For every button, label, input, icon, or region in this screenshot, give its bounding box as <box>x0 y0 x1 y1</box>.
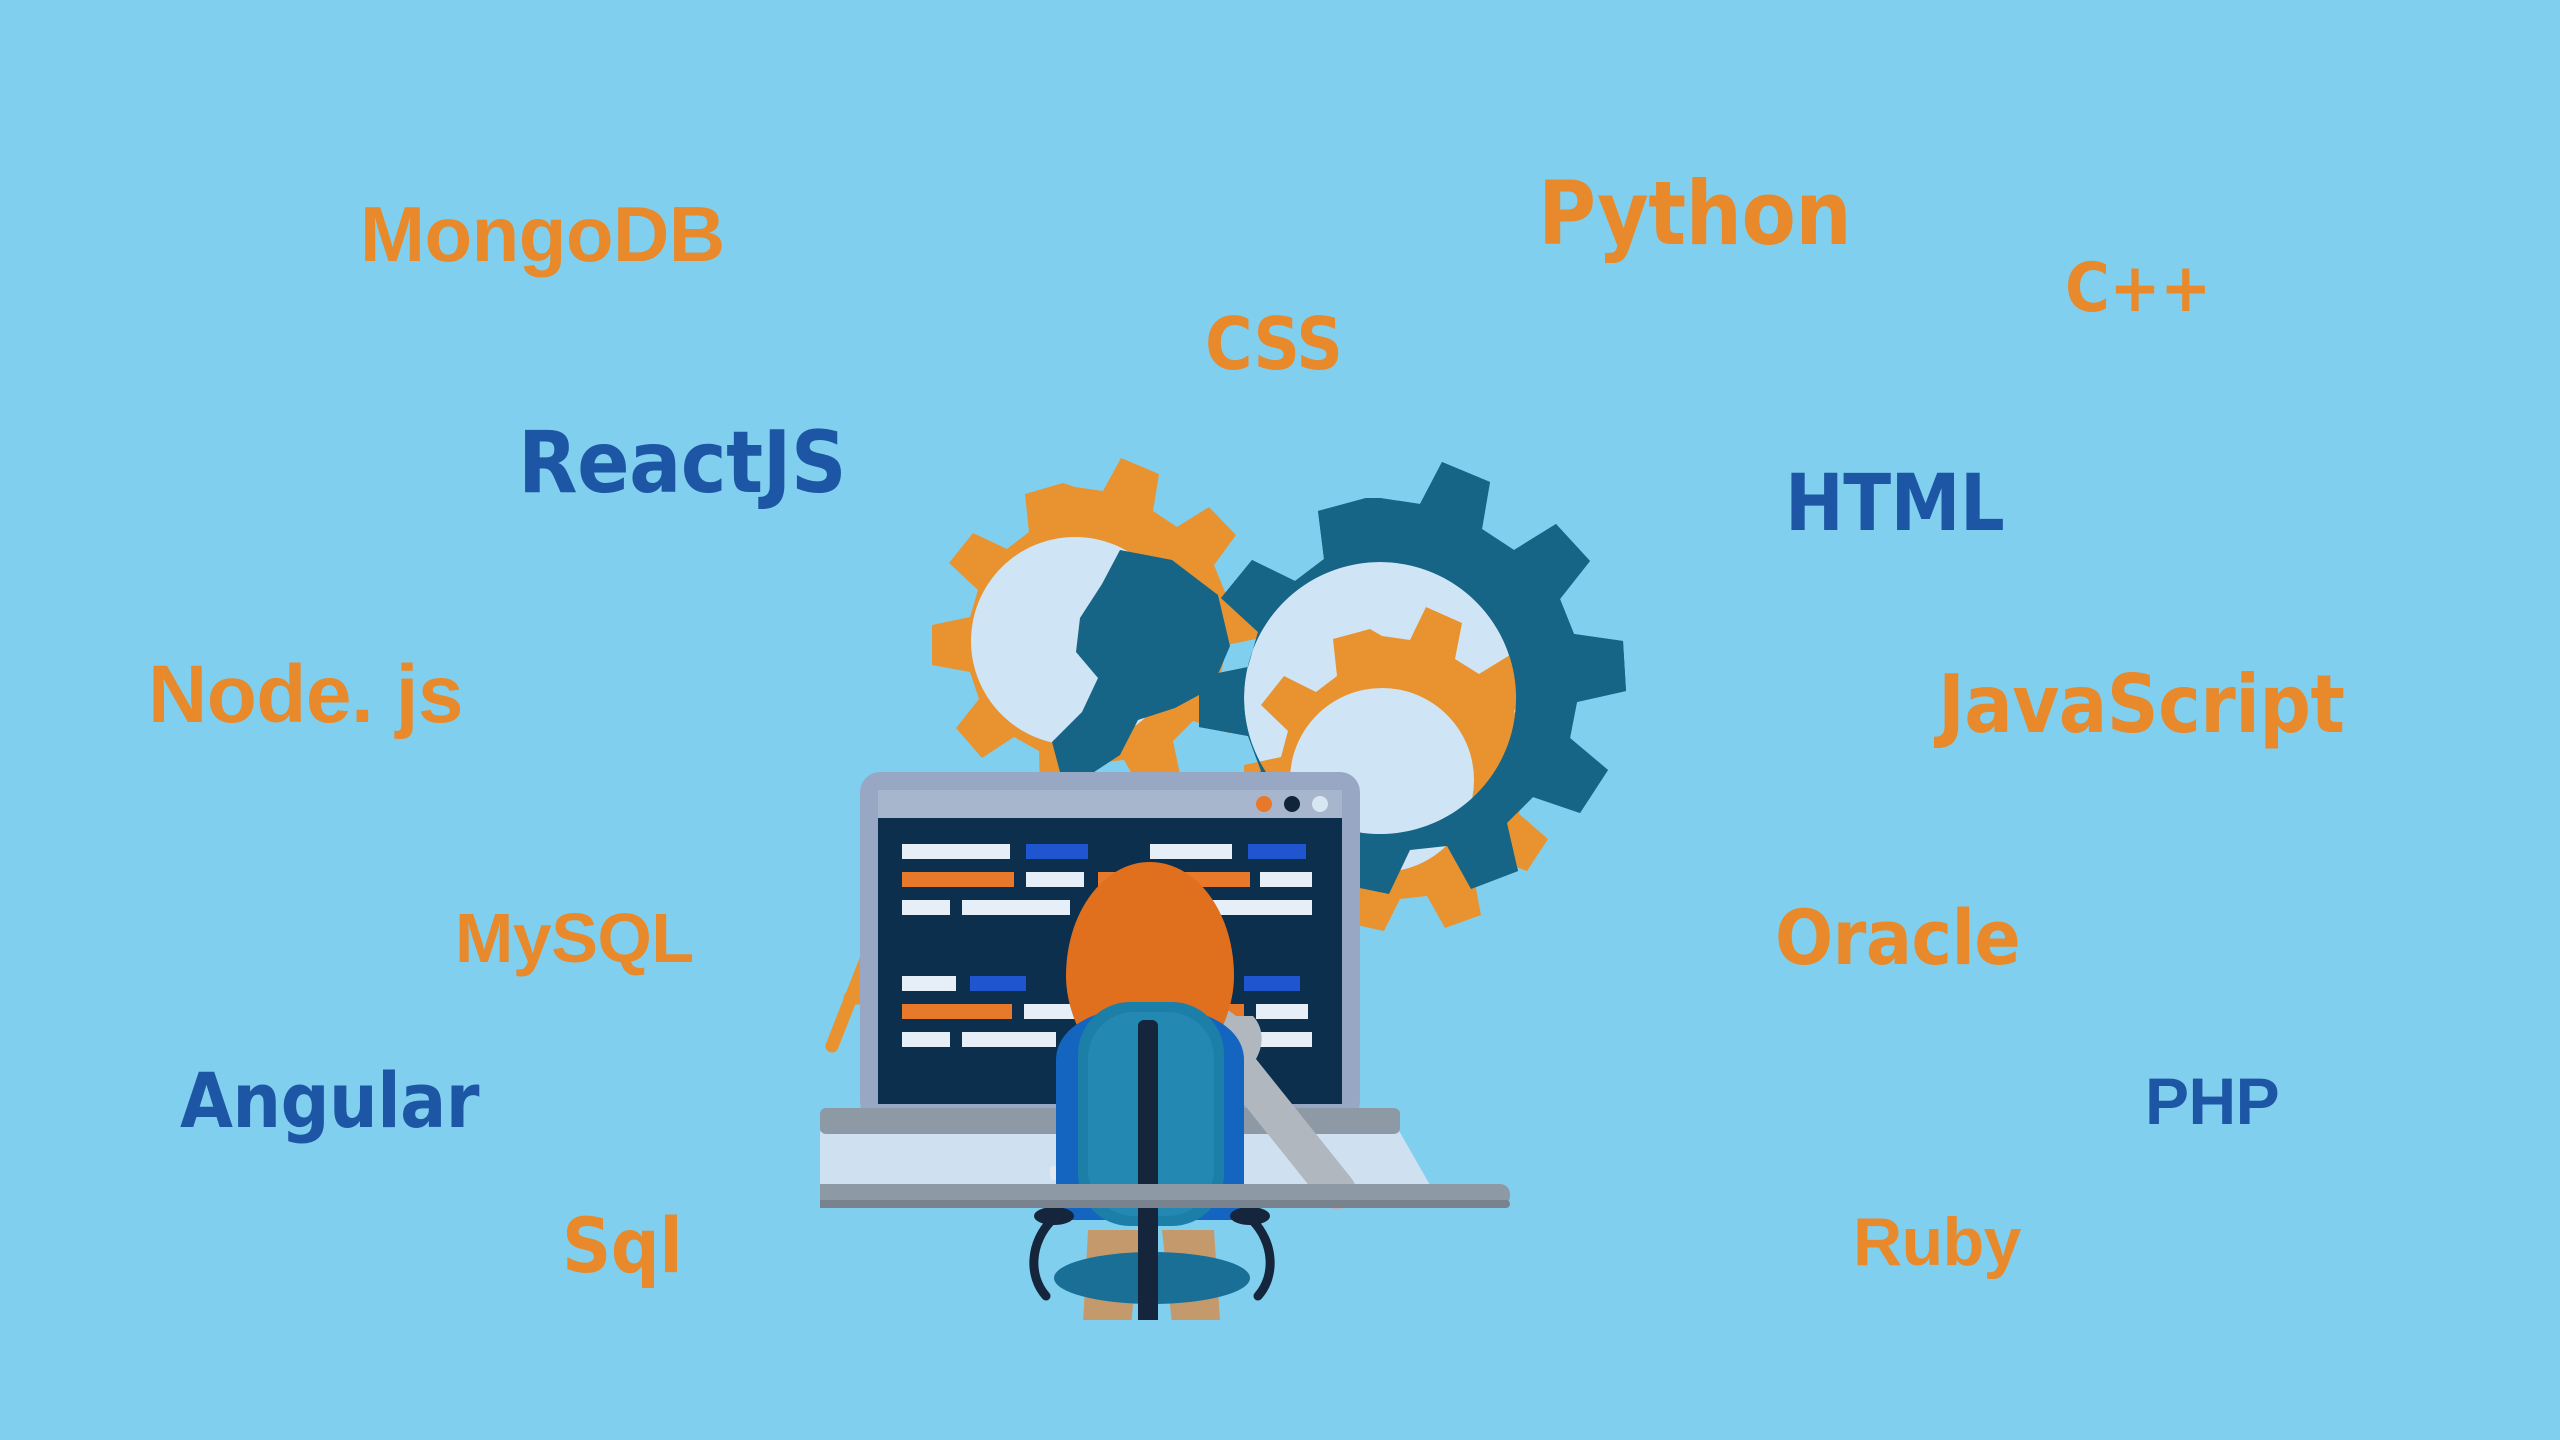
tech-label-oracle[interactable]: Oracle <box>1775 893 2021 982</box>
tech-label-angular[interactable]: Angular <box>180 1056 480 1145</box>
office-chair <box>1029 1002 1275 1320</box>
tech-label-php[interactable]: PHP <box>2145 1064 2280 1138</box>
window-dot-maximize-icon <box>1312 796 1328 812</box>
tech-label-ruby[interactable]: Ruby <box>1853 1204 2022 1280</box>
tech-label-mongodb[interactable]: MongoDB <box>360 190 725 278</box>
tech-label-cplusplus[interactable]: C++ <box>2065 249 2211 328</box>
laptop <box>820 772 1434 1192</box>
desk <box>820 1184 1510 1208</box>
tech-label-css[interactable]: CSS <box>1205 302 1343 386</box>
tech-label-python[interactable]: Python <box>1538 162 1852 265</box>
window-dot-minimize-icon <box>1284 796 1300 812</box>
window-dot-close-icon <box>1256 796 1272 812</box>
tech-label-javascript[interactable]: JavaScript <box>1938 658 2345 751</box>
gear-teal-left-overlap <box>1052 550 1230 776</box>
tech-label-nodejs[interactable]: Node. js <box>148 649 463 740</box>
tech-label-mysql[interactable]: MySQL <box>455 899 694 977</box>
gear-teal-right-overlap <box>1199 462 1626 894</box>
developer-at-desk-illustration <box>820 420 1720 1320</box>
tech-label-sql[interactable]: Sql <box>562 1201 683 1290</box>
tech-label-html[interactable]: HTML <box>1785 459 2005 549</box>
tech-label-reactjs[interactable]: ReactJS <box>518 413 847 513</box>
